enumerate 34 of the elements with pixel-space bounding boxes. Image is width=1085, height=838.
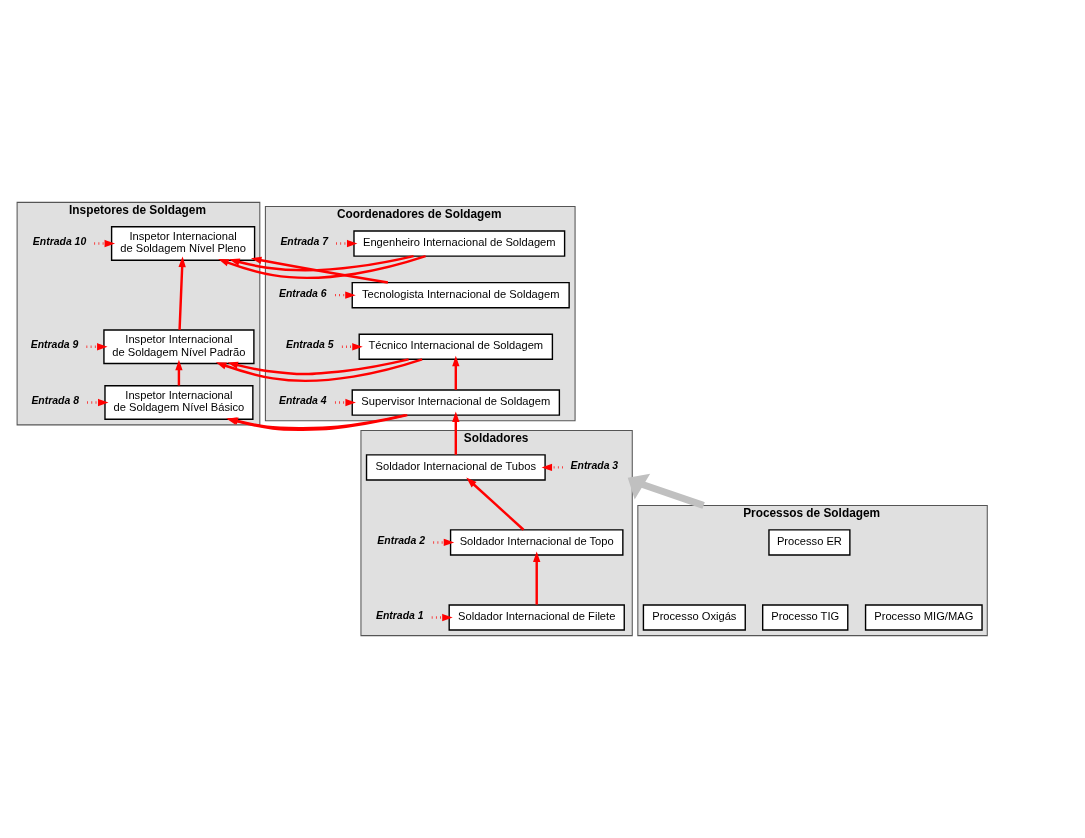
arrow bbox=[452, 411, 460, 455]
node-text: Entrada 7 bbox=[280, 236, 329, 248]
node-text: Entrada 3 bbox=[570, 460, 619, 472]
node-box: Soldador Internacional de Tubos bbox=[365, 454, 546, 481]
arrow bbox=[335, 398, 356, 407]
node-text: Entrada 9 bbox=[30, 339, 79, 351]
arrow bbox=[250, 256, 389, 284]
node-text: Entrada 8 bbox=[31, 395, 80, 407]
node-text: Entrada 10 bbox=[32, 236, 87, 248]
node-text: Entrada 6 bbox=[279, 287, 327, 299]
arrow bbox=[627, 473, 705, 509]
node-box: Processo TIG bbox=[762, 604, 849, 631]
node-box: Tecnologista Internacional de Soldagem bbox=[351, 281, 570, 309]
node-box: Inspetor Internacional de Soldagem Nível Básico bbox=[104, 385, 254, 420]
node-box: Supervisor Internacional de Soldagem bbox=[351, 389, 561, 416]
node-box: Soldador Internacional de Topo bbox=[449, 529, 624, 556]
arrow bbox=[178, 256, 186, 330]
node-box: Processo MIG/MAG bbox=[864, 604, 983, 631]
arrow bbox=[218, 254, 426, 279]
node-box: Soldador Internacional de Filete bbox=[448, 604, 625, 631]
node-box: Inspetor Internacional de Soldagem Nível Padrão bbox=[103, 329, 255, 365]
node-box: Processo Oxigás bbox=[642, 604, 746, 631]
node-box: Processo ER bbox=[768, 529, 851, 556]
arrow bbox=[452, 355, 460, 390]
arrow bbox=[533, 551, 541, 605]
node-box: Engenheiro Internacional de Soldagem bbox=[353, 230, 566, 257]
node-box: Inspetor Internacional de Soldagem Nível Pleno bbox=[110, 226, 256, 261]
arrow bbox=[466, 477, 525, 531]
node-box: Técnico Internacional de Soldagem bbox=[358, 333, 554, 360]
arrow bbox=[215, 358, 423, 382]
node-text: Entrada 2 bbox=[377, 535, 425, 547]
node-text: Entrada 4 bbox=[279, 395, 327, 407]
node-text: Entrada 5 bbox=[285, 339, 334, 351]
node-text: Entrada 1 bbox=[375, 610, 424, 622]
